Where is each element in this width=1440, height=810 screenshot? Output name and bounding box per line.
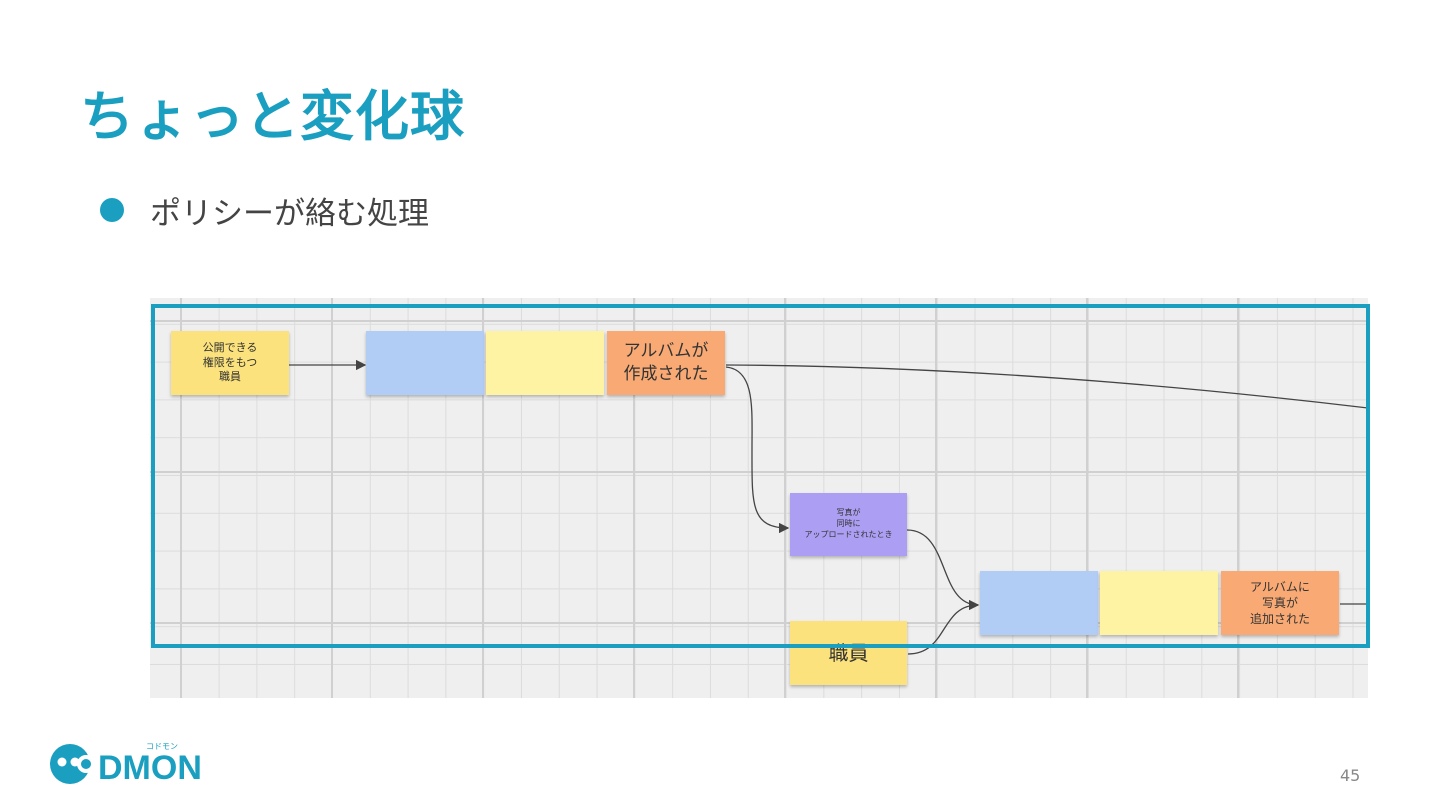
bullet-text: ポリシーが絡む処理 (150, 195, 429, 232)
page-number: 45 (1340, 766, 1361, 785)
connector-policy-to-command (906, 529, 980, 611)
codmon-face-icon (50, 744, 95, 784)
sticky-actor-staff[interactable]: 職員 (790, 621, 907, 685)
connector-event-to-far-right (725, 364, 1368, 409)
logo-wordmark-tail: DMON (98, 749, 202, 787)
sticky-actor-policy[interactable]: 公開できる 権限をもつ 職員 (171, 331, 289, 395)
slide-title: ちょっと変化球 (80, 85, 465, 148)
sticky-command-empty-2[interactable] (980, 571, 1098, 635)
sticky-aggregate-empty[interactable] (486, 331, 604, 395)
connector-staff-to-command (907, 604, 979, 655)
sticky-event-album-created[interactable]: アルバムが 作成された (607, 331, 725, 395)
sticky-aggregate-empty-2[interactable] (1100, 571, 1218, 635)
bullet-item: ポリシーが絡む処理 (100, 186, 429, 234)
connector-event-to-policy (725, 366, 790, 534)
logo-tagline: コドモン (146, 742, 178, 751)
codmon-logo: DMON コドモン (50, 742, 202, 787)
bullet-dot-icon (100, 198, 124, 222)
sticky-event-photos-added[interactable]: アルバムに 写真が 追加された (1221, 571, 1339, 635)
sticky-command-empty[interactable] (366, 331, 484, 395)
event-storming-board: 公開できる 権限をもつ 職員 アルバムが 作成された 写真が 同時に アップロー… (150, 298, 1368, 698)
connector-layer (289, 359, 1368, 655)
sticky-policy-photos-uploaded[interactable]: 写真が 同時に アップロードされたとき (790, 493, 907, 556)
